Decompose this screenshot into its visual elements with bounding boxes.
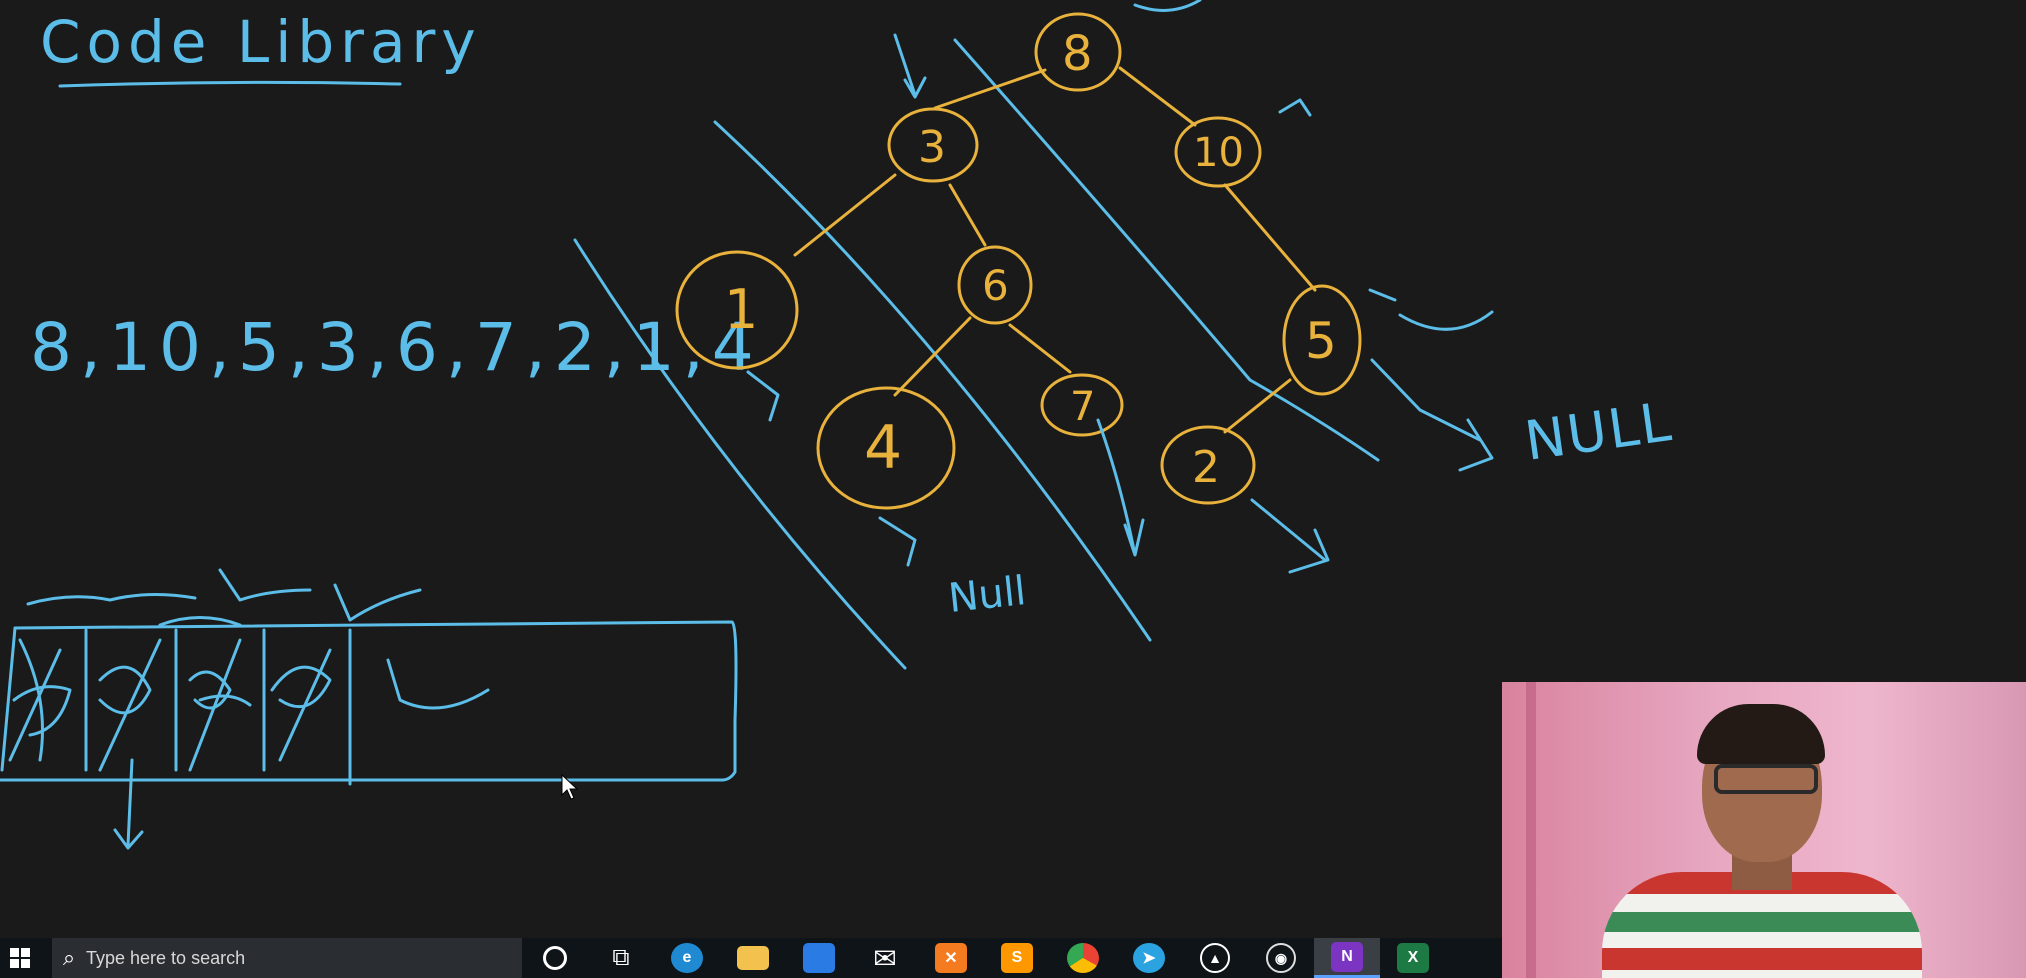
svg-text:4: 4 — [864, 413, 902, 483]
tree-node-2 — [1160, 425, 1256, 505]
obs-button[interactable]: ◉ — [1248, 938, 1314, 978]
chrome-button[interactable] — [1050, 938, 1116, 978]
taskbar-search-box[interactable]: ⌕ Type here to search — [52, 938, 522, 978]
windows-logo-icon — [10, 948, 30, 968]
xampp-icon: ✕ — [935, 943, 967, 973]
tick-marks-node-5 — [1368, 288, 1494, 331]
task-view-icon: ⧉ — [612, 944, 630, 971]
photos-button[interactable]: ▲ — [1182, 938, 1248, 978]
svg-text:2: 2 — [1192, 442, 1220, 493]
excel-button[interactable]: X — [1380, 938, 1446, 978]
edge-button[interactable]: e — [654, 938, 720, 978]
whiteboard-canvas[interactable]: Code Library 8,10,5,3,6,7,2,1,4 8 3 — [0, 0, 2026, 938]
mail-icon: ✉ — [873, 942, 897, 974]
edge-icon: e — [671, 943, 703, 973]
start-button[interactable] — [0, 938, 40, 978]
wall-edge — [1526, 682, 1536, 978]
windows-taskbar: ⌕ Type here to search ⧉ e ✉ ✕ S ➤ ▲ ◉ N … — [0, 938, 1502, 978]
arrow-from-node-5 — [1370, 358, 1494, 472]
arrow-from-node-4 — [878, 516, 917, 567]
file-explorer-button[interactable] — [720, 938, 786, 978]
tree-node-1 — [675, 250, 799, 370]
telegram-button[interactable]: ➤ — [1116, 938, 1182, 978]
sublime-text-button[interactable]: S — [984, 938, 1050, 978]
mail-button[interactable]: ✉ — [852, 938, 918, 978]
file-explorer-icon — [737, 946, 769, 970]
tree-node-7 — [1040, 373, 1124, 437]
photos-icon: ▲ — [1200, 943, 1230, 973]
null-note-left: Null — [946, 568, 1028, 622]
diagonal-line-1 — [573, 238, 907, 670]
excel-icon: X — [1397, 943, 1429, 973]
title-underline — [58, 80, 402, 88]
svg-text:7: 7 — [1070, 384, 1095, 430]
presenter-glasses — [1714, 764, 1818, 794]
insert-sequence: 8,10,5,3,6,7,2,1,4 — [30, 309, 762, 386]
tree-node-3 — [887, 107, 979, 183]
svg-text:6: 6 — [982, 261, 1009, 310]
search-placeholder: Type here to search — [86, 947, 246, 968]
sublime-text-icon: S — [1001, 943, 1033, 973]
svg-text:1: 1 — [724, 278, 758, 341]
mouse-cursor — [561, 773, 579, 800]
diagonal-line-3 — [953, 38, 1380, 462]
tree-node-4 — [816, 386, 956, 510]
diagonal-line-2 — [713, 120, 1152, 642]
onenote-button[interactable]: N — [1314, 938, 1380, 978]
tree-edges — [793, 66, 1317, 434]
scribble-top — [1133, 0, 1202, 12]
arrow-from-node-7 — [1096, 418, 1145, 557]
tree-node-5 — [1282, 284, 1362, 396]
webcam-overlay — [1502, 682, 2026, 978]
store-icon — [803, 943, 835, 973]
cortana-button[interactable] — [522, 938, 588, 978]
svg-text:8: 8 — [1062, 26, 1093, 82]
obs-icon: ◉ — [1266, 943, 1296, 973]
svg-text:3: 3 — [918, 122, 946, 173]
svg-text:5: 5 — [1305, 312, 1337, 370]
tree-node-6 — [957, 245, 1033, 325]
tree-node-10 — [1174, 116, 1262, 188]
tick-mark-node-10 — [1278, 98, 1312, 117]
cortana-icon — [543, 946, 567, 970]
tree-node-8 — [1034, 12, 1122, 92]
board-title: Code Library — [40, 8, 482, 76]
null-note-right: NULL — [1521, 390, 1676, 473]
telegram-icon: ➤ — [1133, 943, 1165, 973]
arrow-from-node-1 — [746, 370, 780, 422]
onenote-icon: N — [1331, 941, 1363, 972]
xampp-button[interactable]: ✕ — [918, 938, 984, 978]
arrow-from-node-2 — [1250, 498, 1330, 574]
arrow-down-top — [893, 33, 927, 99]
store-button[interactable] — [786, 938, 852, 978]
chrome-icon — [1067, 943, 1099, 973]
search-icon: ⌕ — [62, 945, 76, 970]
task-view-button[interactable]: ⧉ — [588, 938, 654, 978]
queue-diagram — [0, 568, 738, 850]
presenter-hair — [1697, 704, 1825, 764]
svg-text:10: 10 — [1193, 130, 1244, 176]
